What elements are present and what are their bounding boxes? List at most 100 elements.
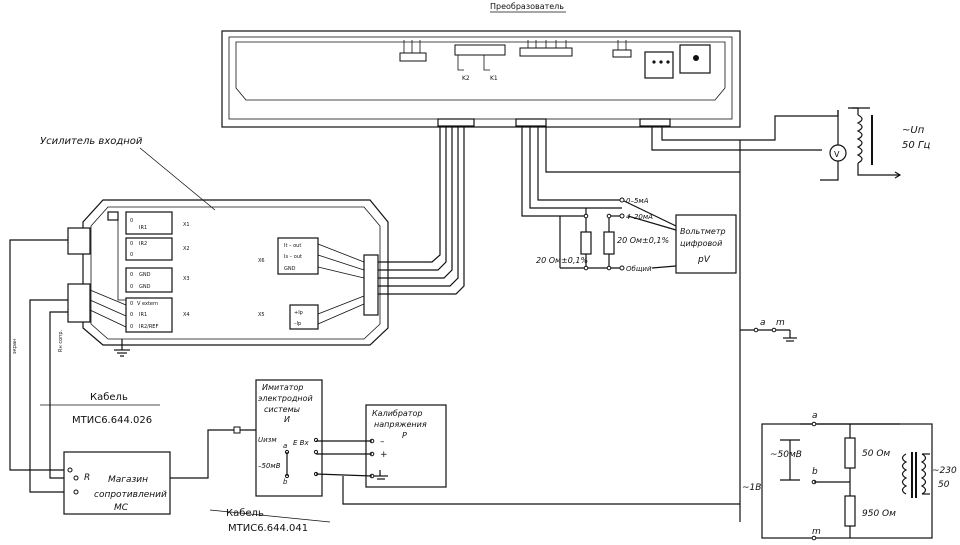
voltmeter-title-2: цифровой [680, 239, 722, 248]
ground-icon [114, 339, 130, 357]
converter-title: Преобразователь [490, 2, 564, 11]
converter-unit: Преобразователь [221, 2, 741, 128]
divider-r1-label: 50 Ом [862, 449, 890, 459]
supply-label-un: ~Uп [902, 125, 925, 136]
terminal-a-label: a [760, 318, 766, 328]
imitator-title-2: электродной [258, 394, 313, 403]
converter-label-k1: K1 [490, 75, 498, 82]
x6-pin-2: Is – out [284, 254, 302, 260]
cable1-label-2: МТИС6.644.026 [72, 415, 152, 426]
vertical-label-left: экран [12, 339, 18, 354]
digital-voltmeter: Вольтметр цифровой pV 0–5мА 4–20мА Общий [619, 197, 737, 274]
cable1-label-1: Кабель [90, 392, 128, 403]
converter-label-k2: K2 [462, 75, 470, 82]
connector-x2: X2 [183, 246, 190, 252]
converter-cable-glands [437, 118, 671, 127]
x4-pin-b: V extern [137, 301, 158, 307]
x4-pin-e: 0 [130, 324, 133, 330]
voltmeter-input-3: Общий [626, 265, 652, 273]
x6-pin-1: It – out [284, 243, 301, 249]
divider-transformer-icon [901, 453, 908, 495]
x2-pin-a: 0 [130, 241, 133, 247]
x4-pin-a: 0 [130, 301, 133, 307]
resistance-box-r: R [84, 473, 90, 483]
imitator-b: b [283, 478, 288, 486]
divider-v1: ~1В [742, 483, 761, 493]
divider-mains-1: ~230 [932, 466, 957, 476]
voltmeter-input-1: 0–5мА [626, 197, 649, 205]
input-amplifier: Усилитель входной 0 IR1 0 IR2 0 0 GND 0 … [40, 136, 389, 357]
connector-x1: X1 [183, 222, 190, 228]
resistance-box-label: МС [114, 503, 129, 513]
divider-a: a [812, 411, 818, 421]
resistance-box-title-1: Магазин [108, 475, 148, 485]
imitator-a: a [283, 442, 287, 450]
x3-pin-c: 0 [130, 284, 133, 290]
imitator-label: И [284, 415, 290, 424]
vertical-label-mid: Rн сопр. [58, 329, 64, 352]
resistance-box-title-2: сопротивлений [94, 490, 167, 500]
supply-meter-label: V [834, 150, 840, 159]
x4-pin-c: 0 [130, 312, 133, 318]
x3-pin-b: GND [139, 272, 151, 278]
connector-x4: X4 [183, 312, 190, 318]
resistor-1-label: 20 Ом±0,1% [536, 256, 588, 265]
amplifier-terminal-blocks [107, 211, 319, 333]
calibrator-title-2: напряжения [374, 420, 427, 429]
transformer-coil-icon [856, 114, 863, 164]
voltmeter-title-1: Вольтметр [680, 227, 726, 236]
divider-v50: ~50мВ [770, 450, 802, 460]
converter-voltmeter-wires: 20 Ом±0,1% 20 Ом±0,1% [521, 126, 740, 271]
imitator-title-1: Имитатор [262, 383, 303, 392]
divider-mains-2: 50 [938, 480, 950, 490]
x3-pin-a: 0 [130, 272, 133, 278]
terminal-m-label: m [776, 318, 785, 328]
voltmeter-pv: pV [697, 255, 711, 265]
electrode-imitator: Имитатор электродной системы И Uизм –50м… [255, 379, 323, 497]
connector-x6: X6 [258, 258, 265, 264]
x2-pin-c: 0 [130, 252, 133, 258]
x4-pin-d: IR1 [139, 312, 147, 318]
x1-pin-a: 0 [130, 218, 133, 224]
calibrator-label: Р [402, 431, 407, 440]
x5-pin-1: +Ip [294, 310, 303, 316]
right-terminals: a m [740, 318, 797, 342]
imitator-input-3: Е Вх [293, 439, 309, 447]
divider-resistor-950 [844, 495, 856, 527]
voltage-calibrator: Калибратор напряжения Р – + [315, 404, 740, 505]
calibrator-title-1: Калибратор [372, 409, 422, 418]
resistor-1 [580, 231, 592, 255]
voltmeter-v-icon [829, 144, 847, 162]
connector-x5: X5 [258, 312, 265, 318]
supply-circuit: V ~Uп 50 Гц [651, 107, 930, 522]
converter-terminals [399, 40, 711, 79]
x3-pin-d: GND [139, 284, 151, 290]
divider-r2-label: 950 Ом [862, 509, 896, 519]
x5-pin-2: –Ip [294, 321, 301, 327]
x4-pin-f: IR2/REF [139, 324, 158, 330]
divider-b: b [812, 467, 818, 477]
resistance-box: R Магазин сопротивлений МС [63, 451, 171, 515]
cable2-label-1: Кабель [226, 508, 264, 519]
divider-m: m [812, 527, 821, 537]
voltage-divider: a b m ~50мВ ~1В 50 Ом 950 Ом ~230 50 [742, 411, 957, 541]
imitator-input-2: –50мВ [258, 462, 281, 470]
amplifier-title: Усилитель входной [40, 136, 143, 147]
connector-x3: X3 [183, 276, 190, 282]
resistor-2 [603, 231, 615, 255]
cable-2: Кабель МТИС6.644.041 [170, 426, 331, 534]
cable2-label-2: МТИС6.644.041 [228, 523, 308, 534]
supply-label-hz: 50 Гц [902, 140, 930, 151]
divider-resistor-50 [844, 437, 856, 469]
imitator-title-3: системы [264, 405, 300, 414]
calibrator-minus: – [380, 437, 385, 447]
voltmeter-input-2: 4–20мА [626, 213, 653, 221]
calibrator-plus: + [380, 450, 388, 460]
x1-pin-b: IR1 [139, 225, 147, 231]
resistor-2-label: 20 Ом±0,1% [617, 236, 669, 245]
left-wiring: экран Rн сопр. Кабель МТИС6.644.026 [9, 239, 160, 493]
x6-pin-3: GND [284, 266, 296, 272]
imitator-input-1: Uизм [258, 436, 277, 444]
amplifier-converter-cable [378, 126, 465, 295]
